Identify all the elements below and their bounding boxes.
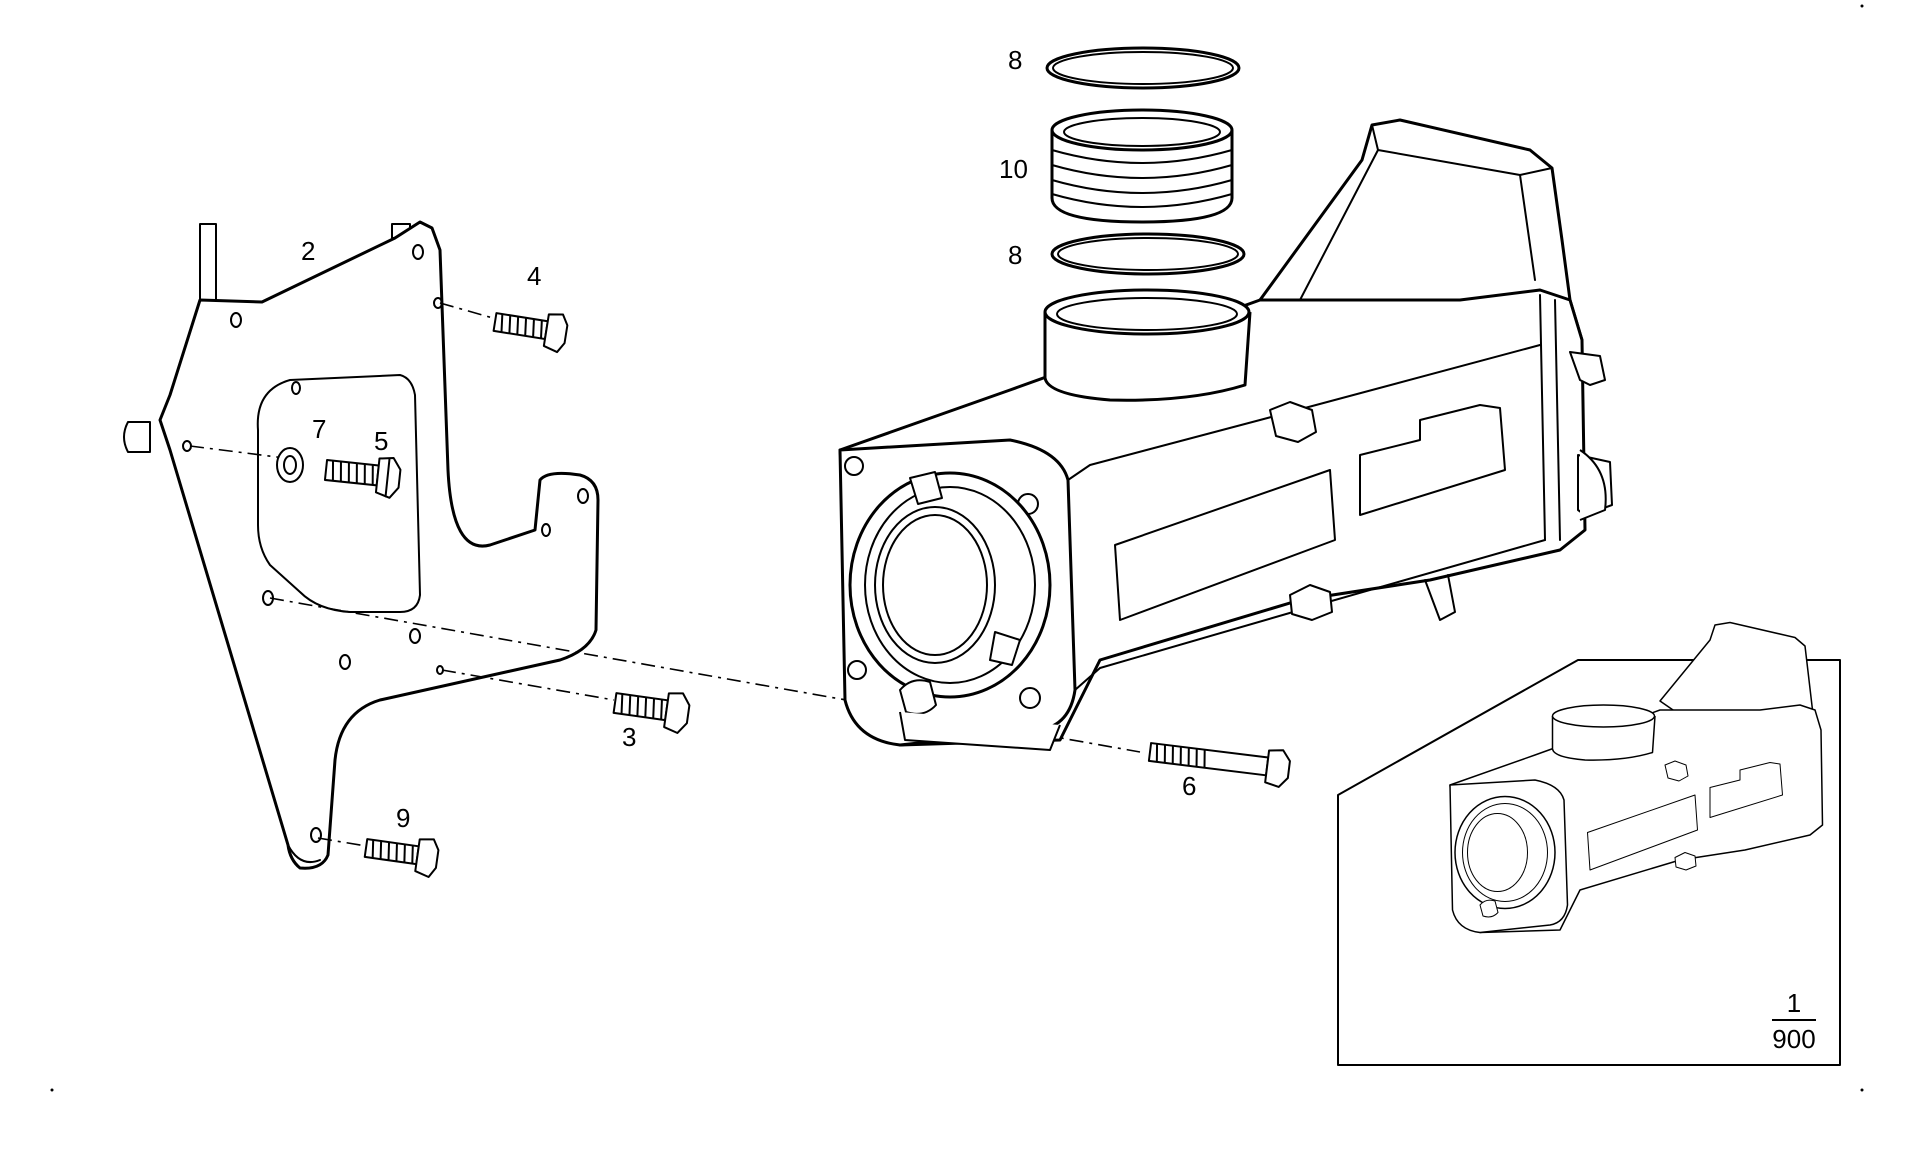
inset-box: 1 900	[1337, 621, 1841, 1066]
mounting-plate	[123, 220, 600, 870]
callout-10: 10	[999, 154, 1028, 184]
o-ring-top	[1045, 46, 1241, 90]
callout-2: 2	[301, 236, 315, 266]
corner-marks	[50, 4, 1864, 1092]
scale-denominator: 900	[1772, 1024, 1815, 1054]
gearbox-housing	[838, 118, 1613, 751]
bolt-3	[612, 692, 691, 734]
washer-7	[276, 447, 304, 483]
o-ring-bottom	[1050, 232, 1246, 276]
callout-9: 9	[396, 803, 410, 833]
bolt-5	[323, 457, 402, 499]
callout-8-bottom: 8	[1008, 240, 1022, 270]
callout-8-top: 8	[1008, 45, 1022, 75]
callouts: 2 4 7 5 8 10 8 3 6 9	[301, 45, 1196, 833]
callout-6: 6	[1182, 771, 1196, 801]
scale-numerator: 1	[1787, 988, 1801, 1018]
bolt-4	[492, 312, 569, 354]
seal-10	[1050, 108, 1234, 224]
bolt-9	[363, 838, 440, 878]
callout-5: 5	[374, 426, 388, 456]
bolt-6	[1147, 742, 1291, 788]
callout-7: 7	[312, 414, 326, 444]
callout-4: 4	[527, 261, 541, 291]
callout-3: 3	[622, 722, 636, 752]
